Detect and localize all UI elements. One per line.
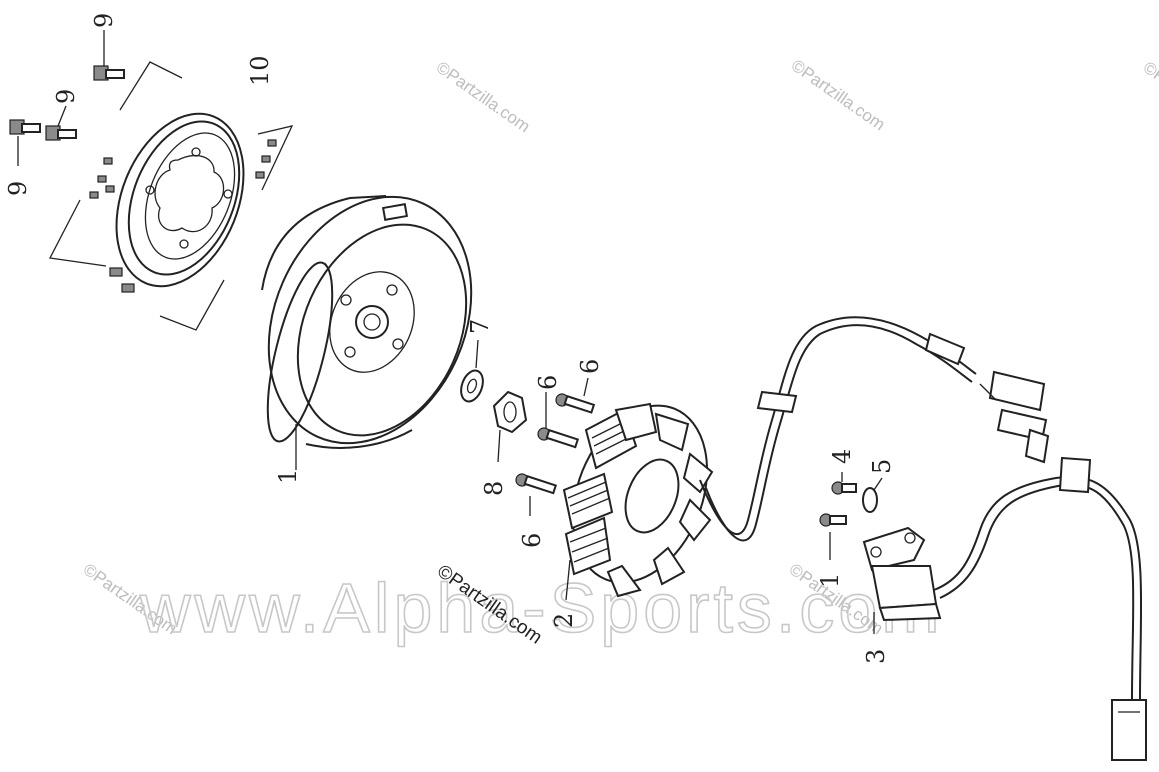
callout-2: 2 (550, 613, 578, 628)
callout-3: 3 (862, 649, 890, 664)
part-1-screw-pickup (819, 513, 847, 560)
callout-9: 9 (4, 181, 32, 196)
part-1-flywheel (261, 195, 473, 470)
watermark-layer: ©Partzilla.com ©Partzilla.com ©Partzilla… (80, 56, 1159, 649)
part-6-screws (515, 377, 596, 516)
callout-6: 6 (534, 375, 562, 390)
bolt-9-mid (45, 125, 77, 141)
screw-6-low (515, 473, 558, 495)
wiring-harness (699, 316, 1147, 761)
screw-6-top (555, 393, 596, 414)
callout-8: 8 (480, 481, 508, 496)
part-8-nut (492, 390, 528, 463)
callout-1: 1 (816, 573, 844, 588)
callout-1: 1 (274, 469, 302, 484)
callout-10: 10 (246, 55, 274, 86)
callout-6: 6 (518, 533, 546, 548)
part-3-pickup-coil (862, 526, 942, 634)
bolt-9-top (93, 65, 125, 81)
callout-9: 9 (90, 13, 118, 28)
part-10-ring-cover (49, 61, 294, 331)
watermark-partzilla: ©Partzilla.com (433, 58, 534, 137)
part-2-stator (562, 402, 714, 601)
watermark-site: www.Alpha-Sports.com (139, 569, 944, 647)
callout-7: 7 (466, 319, 494, 334)
callout-4: 4 (828, 449, 856, 464)
screw-6-mid (537, 427, 580, 449)
callout-6: 6 (576, 359, 604, 374)
callout-labels: 1 2 3 4 5 6 6 6 7 8 9 9 9 10 1 (4, 13, 896, 664)
part-7-washer (460, 339, 484, 403)
part-9-bolts (9, 30, 125, 166)
part-4-screw (831, 472, 857, 495)
watermark-partzilla: ©Partzilla.com (1140, 58, 1159, 137)
watermark-partzilla: ©Partzilla.com (788, 56, 889, 135)
callout-5: 5 (868, 459, 896, 474)
bolt-9-left (9, 119, 41, 135)
callout-9: 9 (52, 89, 80, 104)
part-5-washer (862, 477, 883, 513)
